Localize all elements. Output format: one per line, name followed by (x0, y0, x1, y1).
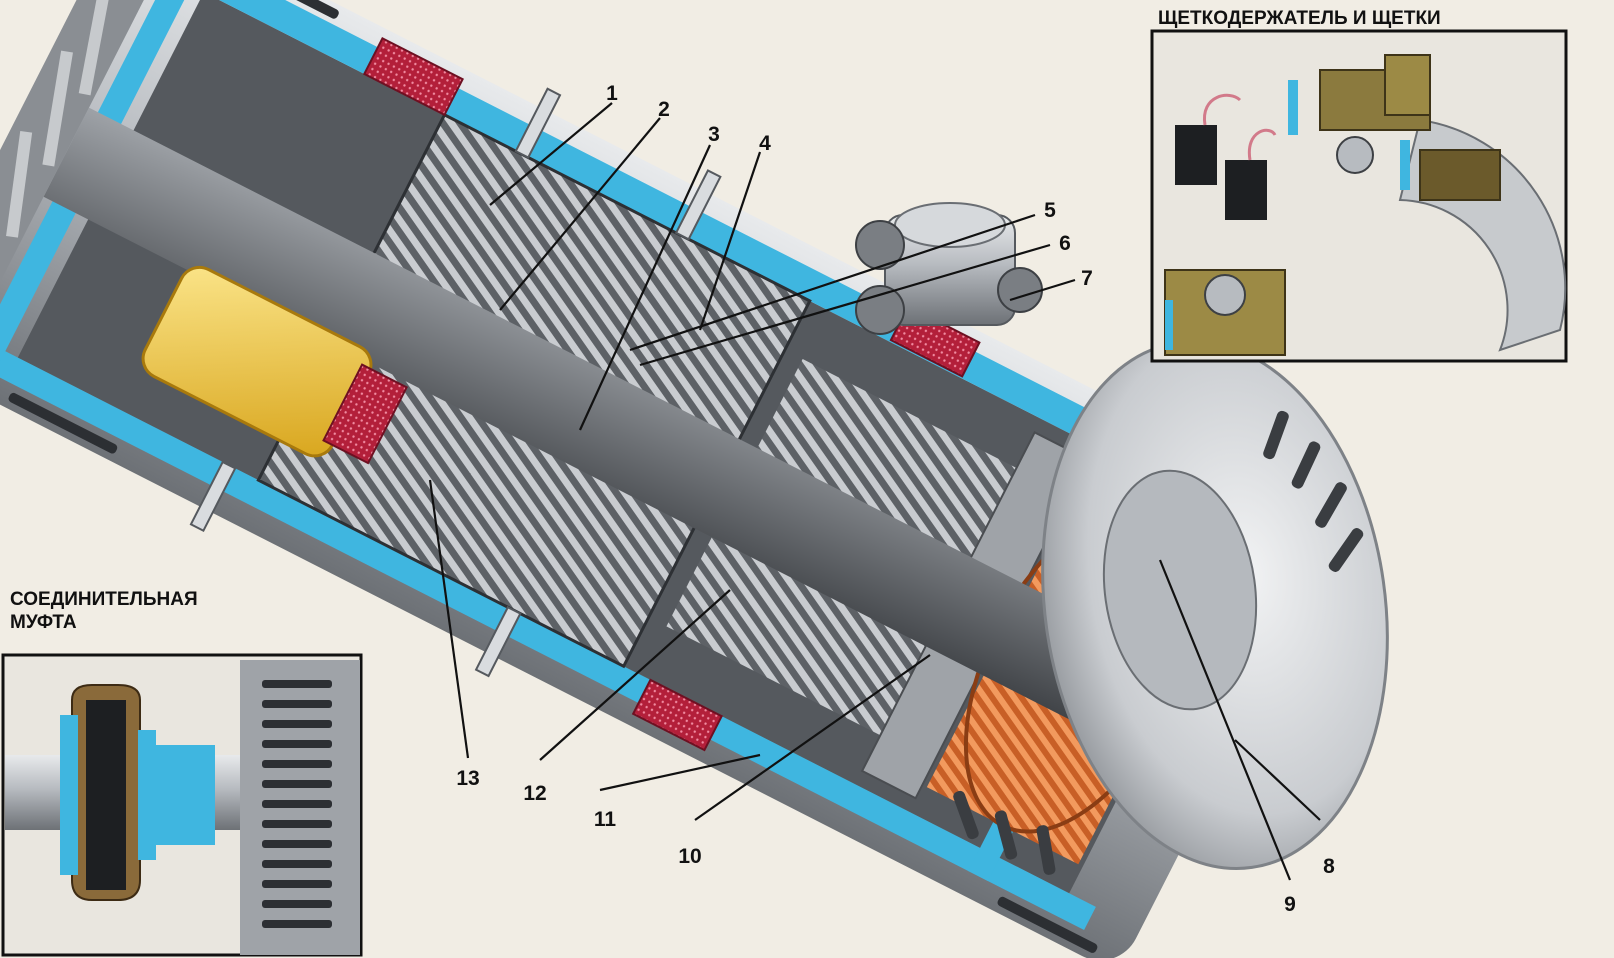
coupling-inset (1, 653, 363, 957)
housing-cut-bottom (0, 339, 1096, 931)
terminal-box (855, 202, 1043, 335)
brush-holder-inset (1150, 29, 1568, 363)
callout-7: 7 (1081, 267, 1093, 290)
brush-holder-caption: ЩЕТКОДЕРЖАТЕЛЬ И ЩЕТКИ (1158, 8, 1441, 29)
leader-lines (428, 102, 1321, 881)
callout-3: 3 (708, 123, 720, 146)
callout-6: 6 (1059, 232, 1071, 255)
callout-13: 13 (456, 767, 479, 790)
end-cap-vents (953, 410, 1364, 875)
callout-11: 11 (594, 808, 617, 831)
callout-2: 2 (658, 98, 670, 121)
left-fan (0, 0, 162, 340)
shaft (43, 107, 1248, 787)
callout-5: 5 (1044, 199, 1056, 222)
coupling-caption-line1: СОЕДИНИТЕЛЬНАЯ (10, 589, 198, 610)
callout-1: 1 (606, 82, 618, 105)
callout-9: 9 (1284, 893, 1296, 916)
callout-labels: 1 2 3 4 5 6 7 8 9 10 11 12 13 (456, 82, 1335, 916)
callout-4: 4 (759, 132, 771, 155)
callout-10: 10 (678, 845, 701, 868)
callout-12: 12 (523, 782, 546, 805)
generator-body (0, 0, 1389, 958)
coupling-caption-line2: МУФТА (10, 612, 77, 633)
callout-8: 8 (1323, 855, 1335, 878)
